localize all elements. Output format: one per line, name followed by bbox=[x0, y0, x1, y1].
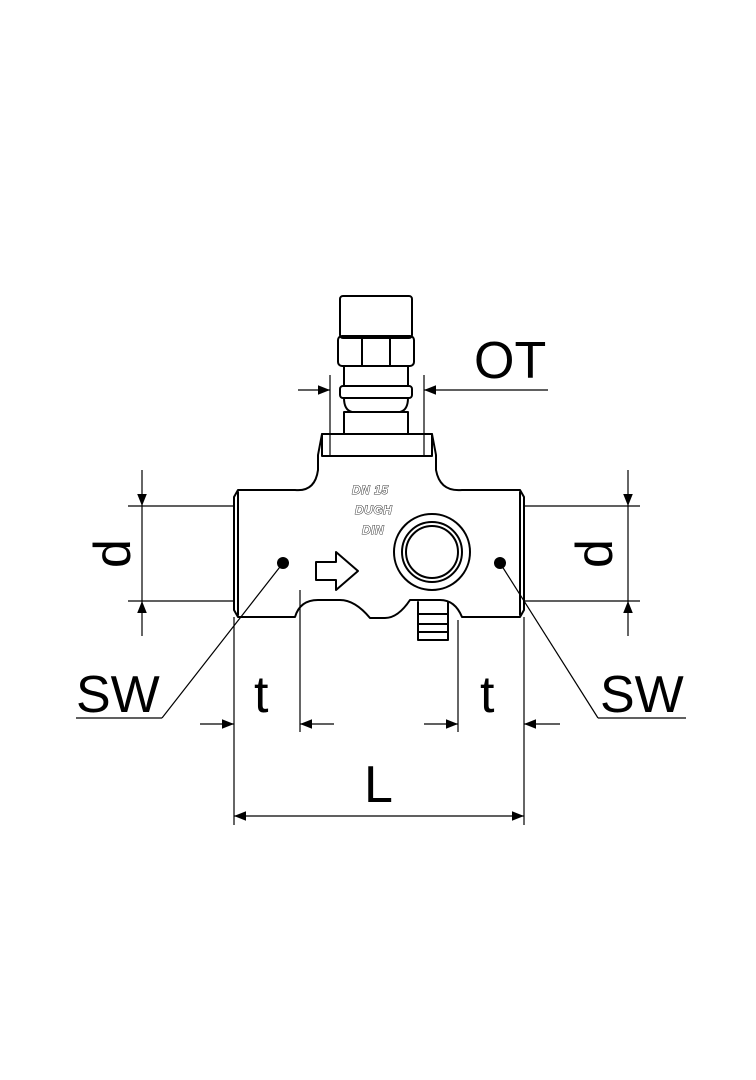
label-l: L bbox=[364, 756, 393, 814]
dimension-d-right: d bbox=[524, 470, 640, 636]
top-cap bbox=[339, 295, 413, 339]
port-outer bbox=[393, 513, 471, 591]
hex-nut bbox=[337, 335, 415, 367]
top-fitting bbox=[337, 295, 415, 435]
label-sw-right: SW bbox=[600, 666, 684, 724]
sw-left-leader-line bbox=[161, 562, 284, 719]
label-ot: OT bbox=[474, 332, 546, 390]
stem-collar bbox=[343, 365, 409, 387]
side-port bbox=[393, 513, 471, 591]
dimension-t-left: t bbox=[200, 590, 334, 825]
sw-right-leader-line bbox=[499, 562, 599, 719]
port-mid bbox=[401, 521, 463, 583]
sw-leader-right: SW bbox=[499, 562, 686, 724]
stem-ring bbox=[339, 385, 413, 399]
marking-line-3: DIN bbox=[362, 523, 384, 537]
neck-plate bbox=[321, 433, 433, 457]
dimension-d-left: d bbox=[84, 470, 234, 636]
dimension-l: L bbox=[234, 756, 524, 821]
stem-base bbox=[343, 411, 409, 435]
marking-line-2: DUGH bbox=[355, 503, 392, 517]
label-d-left: d bbox=[84, 539, 142, 568]
stem-saddle bbox=[343, 397, 409, 413]
drain-body bbox=[417, 601, 449, 641]
dimension-ot: OT bbox=[298, 332, 548, 456]
marking-line-1: DN 15 bbox=[352, 483, 389, 497]
dimension-t-right: t bbox=[424, 617, 560, 825]
label-d-right: d bbox=[566, 539, 624, 568]
label-t-left: t bbox=[254, 666, 269, 724]
label-sw-left: SW bbox=[76, 666, 160, 724]
sw-leader-left: SW bbox=[76, 562, 284, 724]
flow-arrow-icon bbox=[315, 551, 359, 591]
valve-body bbox=[233, 433, 525, 619]
port-inner bbox=[405, 525, 459, 579]
label-t-right: t bbox=[480, 666, 495, 724]
drain-nipple bbox=[417, 601, 449, 641]
